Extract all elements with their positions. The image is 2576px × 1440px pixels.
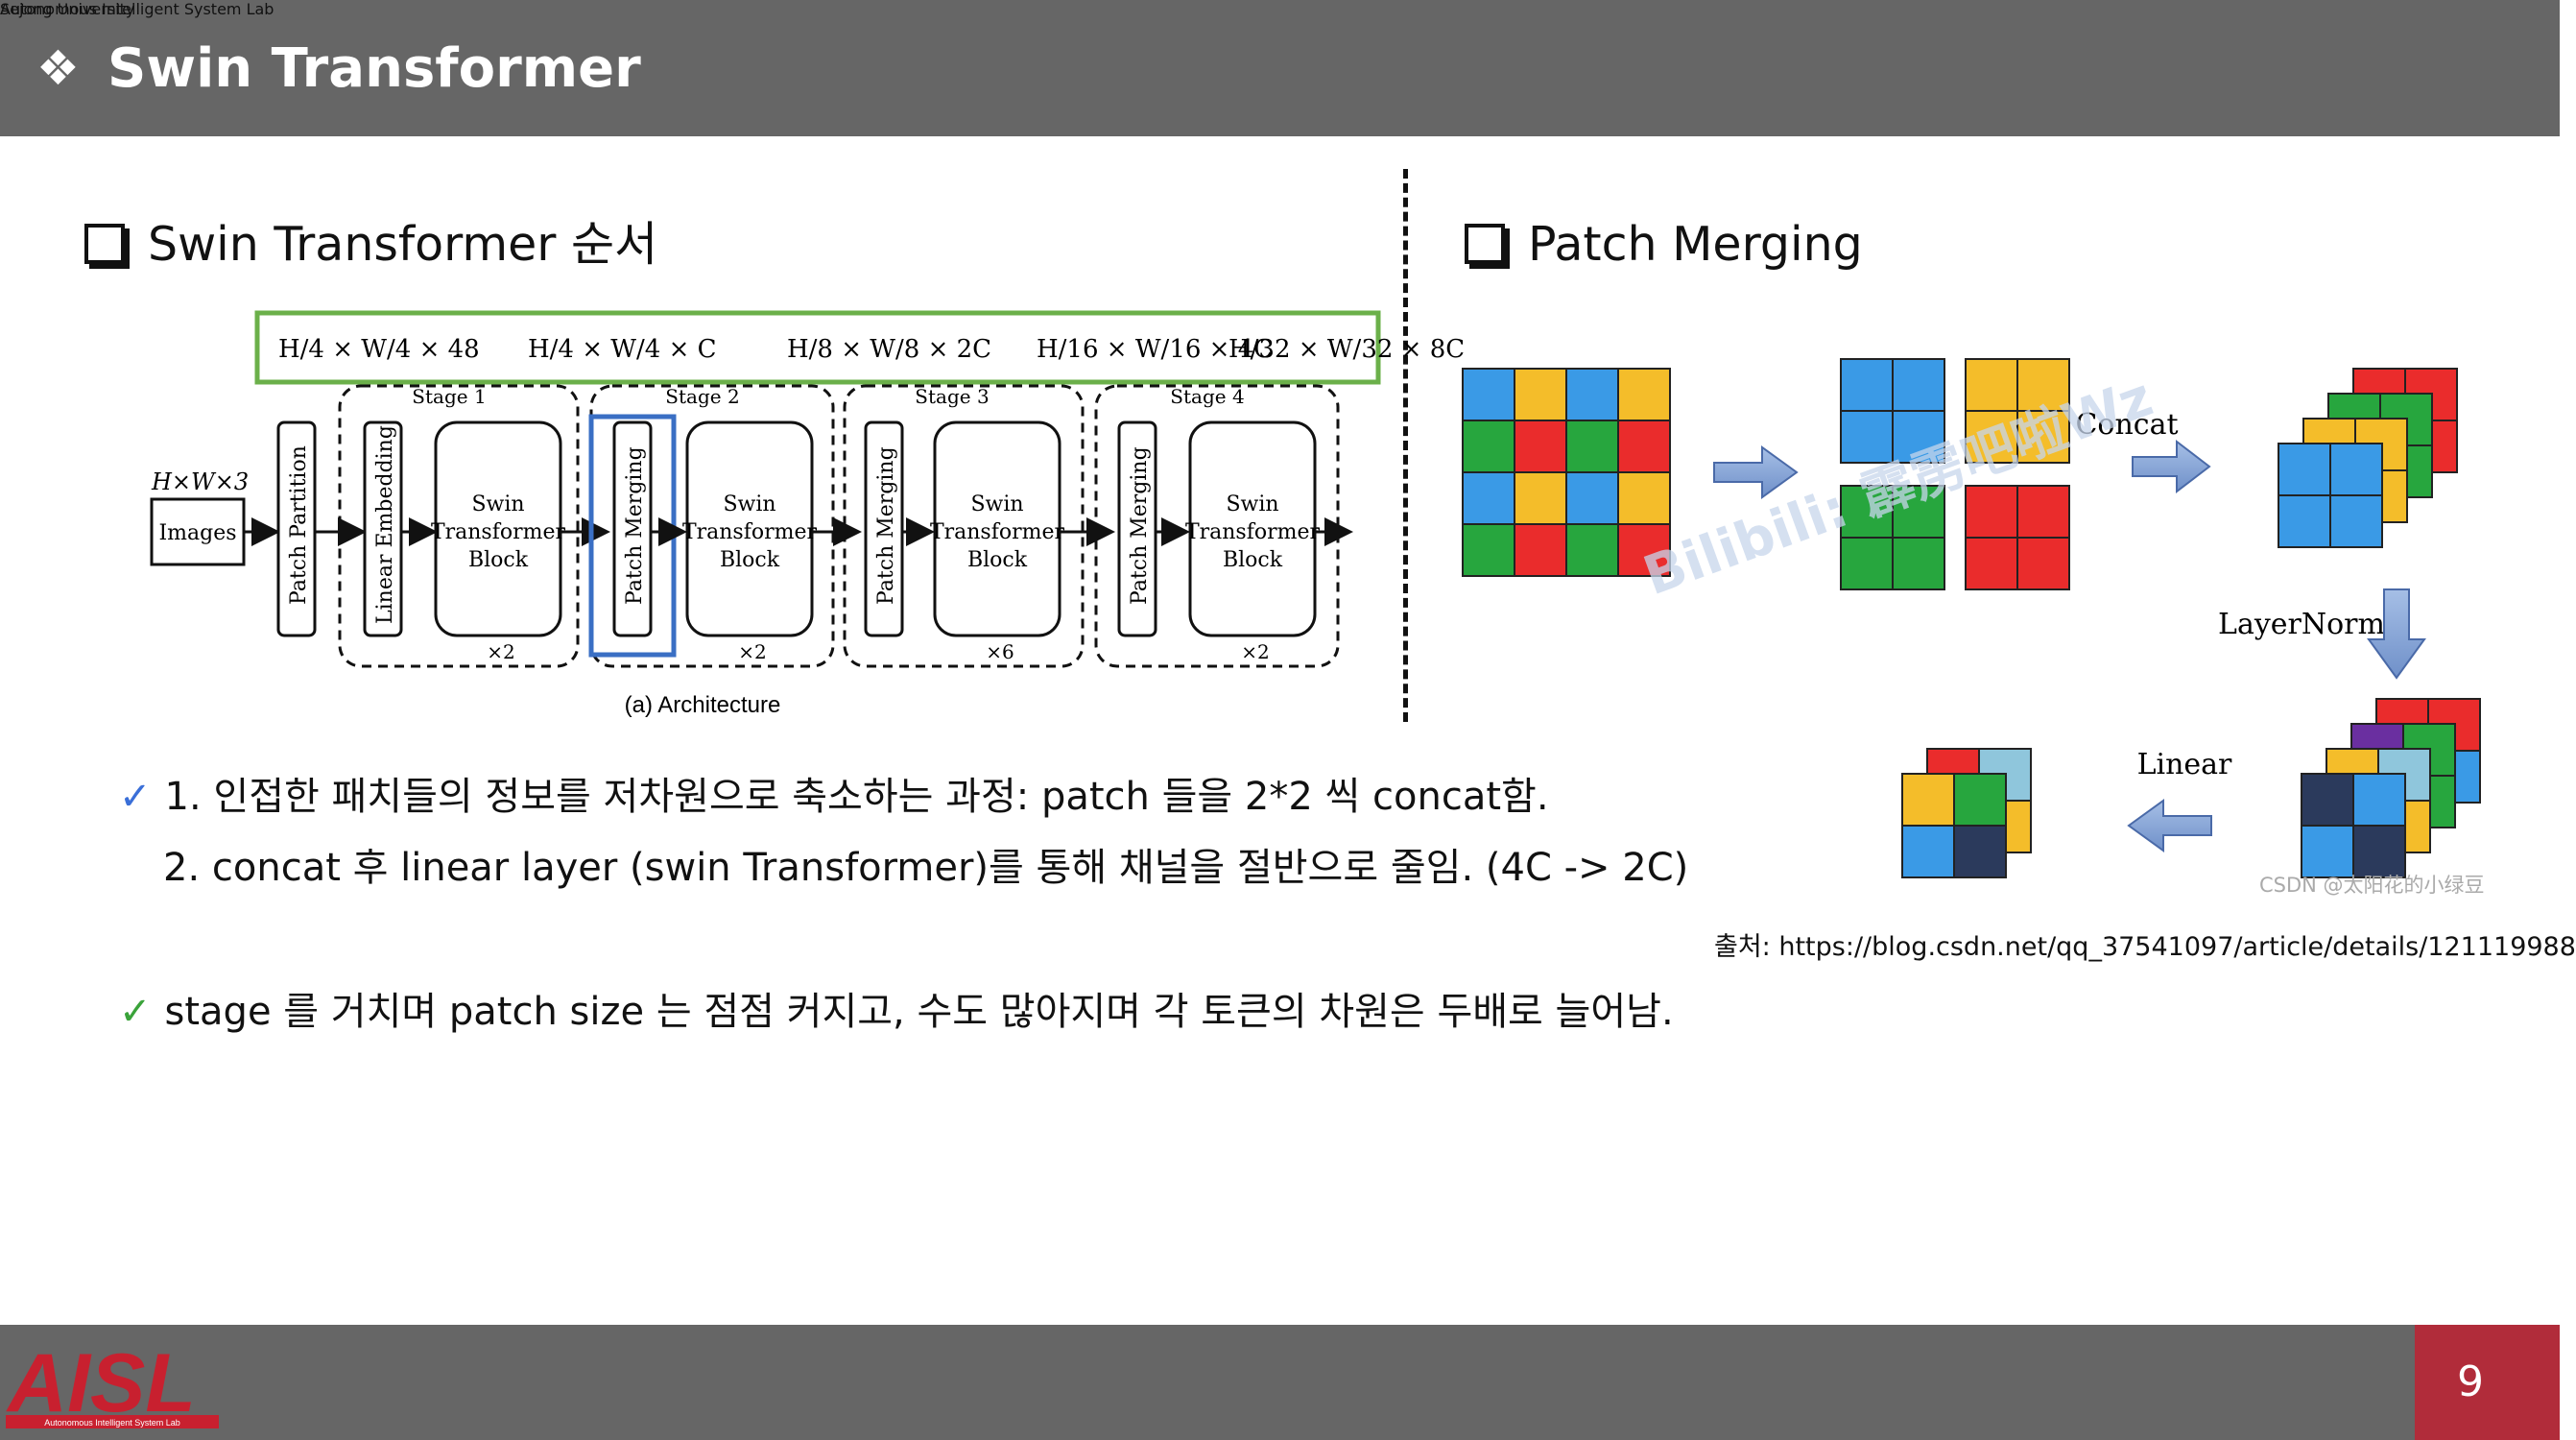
patch-merging-diagram: Concat LayerNorm Linear (1462, 358, 2481, 878)
check-icon: ✓ (119, 775, 152, 819)
dim-label-2: H/8 × W/8 × 2C (787, 335, 991, 364)
arrow-left-icon (2127, 799, 2212, 852)
svg-text:Autonomous Intelligent System: Autonomous Intelligent System Lab (44, 1418, 180, 1428)
lab-name: Autonomous Intelligent System Lab (0, 0, 274, 18)
concat-stack (2278, 368, 2458, 548)
svg-text:Transformer: Transformer (930, 520, 1065, 544)
architecture-diagram: H/4 × W/4 × 48 H/4 × W/4 × C H/8 × W/8 ×… (150, 310, 1465, 718)
svg-text:Swin: Swin (1226, 492, 1278, 516)
svg-text:Transformer: Transformer (682, 520, 818, 544)
svg-text:Block: Block (967, 548, 1028, 572)
linear-embedding-label: Linear Embedding (373, 425, 397, 624)
bullet-line-3: ✓ stage 를 거치며 patch size 는 점점 커지고, 수도 많아지… (119, 989, 1674, 1035)
input-dim-label: H×W×3 (151, 468, 249, 495)
svg-text:Block: Block (1223, 548, 1283, 572)
left-section-title-text: Swin Transformer 순서 (148, 217, 658, 272)
dim-label-3: H/16 × W/16 × 4C (1037, 335, 1273, 364)
stage-4-label: Stage 4 (1170, 385, 1244, 408)
patch-merging-box-2 (612, 420, 653, 637)
right-section-title: Patch Merging (1465, 217, 1863, 274)
stage-2-label: Stage 2 (665, 385, 739, 408)
stage-2-repeat: ×2 (738, 640, 766, 663)
patch-partition-label: Patch Partition (287, 445, 311, 605)
split-2x2-grids (1840, 358, 2070, 590)
svg-text:Transformer: Transformer (431, 520, 566, 544)
bullet-text-3: stage 를 거치며 patch size 는 점점 커지고, 수도 많아지며… (164, 990, 1674, 1034)
university-name: Sejong University (0, 0, 135, 18)
csdn-watermark: CSDN @太阳花的小绿豆 (2259, 874, 2485, 897)
images-box (150, 497, 246, 566)
bullet-text-2: 2. concat 후 linear layer (swin Transform… (163, 846, 1689, 890)
check-icon: ✓ (119, 990, 152, 1034)
layernorm-stack (2301, 698, 2481, 878)
images-label: Images (158, 521, 236, 545)
svg-text:Swin: Swin (471, 492, 524, 516)
stage-1-box (338, 384, 580, 668)
linear-embedding-box (363, 420, 403, 637)
layernorm-label: LayerNorm (2218, 608, 2385, 641)
bullet-line-1: ✓ 1. 인접한 패치들의 정보를 저차원으로 축소하는 과정: patch 들을… (119, 774, 1549, 820)
stage-4-repeat: ×2 (1241, 640, 1269, 663)
page-number: 9 (2457, 1357, 2484, 1406)
bullet-line-2: 2. concat 후 linear layer (swin Transform… (163, 845, 1688, 891)
arrow-right-icon (2132, 439, 2211, 494)
svg-text:Patch Merging: Patch Merging (874, 446, 898, 605)
dimension-box (254, 310, 1381, 385)
dim-label-0: H/4 × W/4 × 48 (278, 335, 480, 364)
stage-3-box (843, 384, 1085, 668)
dim-label-1: H/4 × W/4 × C (528, 335, 717, 364)
stage-3-repeat: ×6 (986, 640, 1014, 663)
source-citation: 출처: https://blog.csdn.net/qq_37541097/ar… (1714, 932, 2576, 962)
slide-title: Swin Transformer (107, 37, 641, 100)
bullet-text-1: 1. 인접한 패치들의 정보를 저차원으로 축소하는 과정: patch 들을 … (164, 775, 1549, 819)
slide-header (0, 0, 2560, 136)
square-bullet-icon (84, 224, 125, 264)
swin-block-1 (434, 420, 562, 637)
svg-text:AISL: AISL (6, 1337, 196, 1429)
input-4x4-grid (1462, 368, 1671, 577)
stage-3-label: Stage 3 (915, 385, 989, 408)
linear-label: Linear (2137, 748, 2232, 781)
output-grid (1901, 748, 2032, 878)
svg-text:Patch Merging: Patch Merging (623, 446, 647, 605)
dim-label-4: H/32 × W/32 × 8C (1228, 335, 1465, 364)
architecture-caption: (a) Architecture (625, 692, 781, 718)
concat-label: Concat (2075, 408, 2178, 442)
svg-text:Block: Block (468, 548, 529, 572)
svg-text:Transformer: Transformer (1185, 520, 1321, 544)
patch-partition-box (276, 420, 317, 637)
slide-footer (0, 1325, 2560, 1440)
patch-merging-box-4 (1117, 420, 1157, 637)
svg-text:Swin: Swin (723, 492, 775, 516)
arrow-right-icon (1713, 445, 1799, 499)
svg-text:Block: Block (720, 548, 780, 572)
svg-text:Swin: Swin (970, 492, 1023, 516)
patch-merging-box-3 (864, 420, 904, 637)
swin-block-3 (933, 420, 1061, 637)
stage-1-repeat: ×2 (487, 640, 514, 663)
square-bullet-icon (1465, 224, 1505, 264)
svg-text:Patch Merging: Patch Merging (1128, 446, 1152, 605)
left-section-title: Swin Transformer 순서 (84, 217, 657, 274)
aisl-logo: AISL Autonomous Intelligent System Lab (6, 1337, 219, 1429)
section-divider (1403, 169, 1408, 722)
arrow-down-icon (2367, 588, 2426, 680)
swin-block-4 (1188, 420, 1317, 637)
page-number-box (2415, 1325, 2560, 1440)
stage-1-label: Stage 1 (412, 385, 486, 408)
right-section-title-text: Patch Merging (1528, 217, 1863, 272)
swin-block-2 (685, 420, 814, 637)
diamond-bullet-icon: ❖ (36, 40, 80, 96)
header-content: ❖ Swin Transformer (0, 0, 2560, 136)
